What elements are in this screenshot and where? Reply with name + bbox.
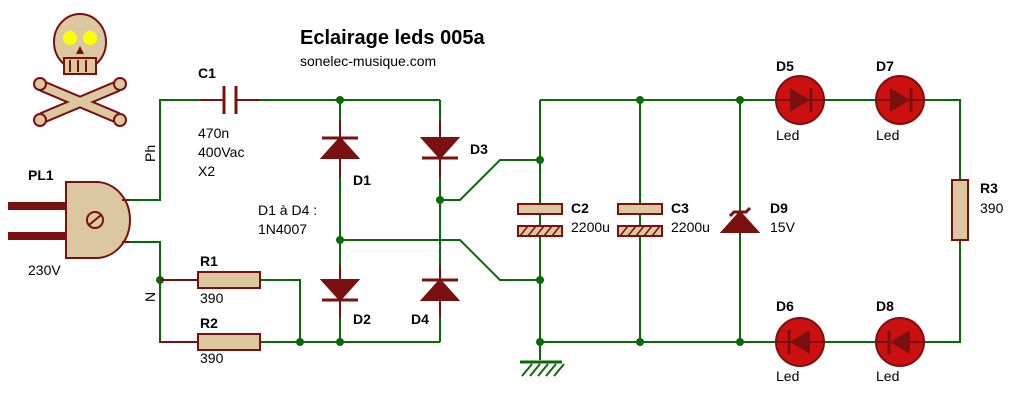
c1-value: 470n [198, 125, 229, 141]
d5-ref: D5 [776, 58, 794, 74]
d7-type: Led [876, 127, 899, 143]
d4-ref: D4 [411, 311, 429, 327]
resistor-r1: R1 390 [160, 253, 261, 306]
neutral-label: N [142, 292, 158, 302]
bridge-note-line1: D1 à D4 : [258, 202, 317, 218]
c3-value: 2200u [671, 219, 710, 235]
led-d6: D6 Led [775, 298, 825, 384]
d8-type: Led [876, 368, 899, 384]
junction-dots [156, 96, 744, 346]
d6-ref: D6 [776, 298, 794, 314]
diode-d2: D2 [319, 265, 371, 327]
c1-class: X2 [198, 163, 215, 179]
pl1-ref: PL1 [28, 167, 54, 183]
d1-ref: D1 [353, 172, 371, 188]
led-d7: D7 Led [875, 58, 925, 143]
r3-ref: R3 [980, 180, 998, 196]
capacitor-c3: C3 2200u [617, 200, 710, 237]
d2-ref: D2 [353, 311, 371, 327]
resistor-r3: R3 390 [951, 179, 1004, 241]
resistor-r2: R2 390 [160, 315, 261, 366]
page-subtitle: sonelec-musique.com [300, 53, 436, 69]
c2-ref: C2 [571, 200, 589, 216]
r2-ref: R2 [200, 315, 218, 331]
phase-label: Ph [142, 145, 158, 162]
c1-ref: C1 [198, 65, 216, 81]
diode-d4: D4 [411, 265, 461, 327]
zener-d9: D9 15V [719, 200, 796, 235]
bridge-note-line2: 1N4007 [258, 221, 307, 237]
pl1-voltage: 230V [28, 262, 61, 278]
diode-d3: D3 [419, 120, 488, 178]
d6-type: Led [776, 368, 799, 384]
c1-voltage: 400Vac [198, 144, 244, 160]
d7-ref: D7 [876, 58, 894, 74]
led-d8: D8 Led [875, 298, 925, 384]
led-d5: D5 Led [775, 58, 825, 143]
d5-type: Led [776, 127, 799, 143]
capacitor-c1: C1 470n 400Vac X2 [198, 65, 260, 179]
ground-icon [520, 360, 565, 377]
c2-value: 2200u [571, 219, 610, 235]
danger-skull-icon [33, 13, 127, 127]
d8-ref: D8 [876, 298, 894, 314]
capacitor-c2: C2 2200u [517, 200, 610, 237]
r2-value: 390 [200, 350, 224, 366]
plug-pl1: PL1 230V Ph N [8, 145, 158, 302]
diode-d1: D1 [319, 120, 371, 188]
r1-ref: R1 [200, 253, 218, 269]
r3-value: 390 [980, 200, 1004, 216]
r1-value: 390 [200, 290, 224, 306]
d9-value: 15V [770, 219, 796, 235]
d9-ref: D9 [770, 200, 788, 216]
c3-ref: C3 [671, 200, 689, 216]
page-title: Eclairage leds 005a [300, 27, 485, 49]
d3-ref: D3 [470, 141, 488, 157]
